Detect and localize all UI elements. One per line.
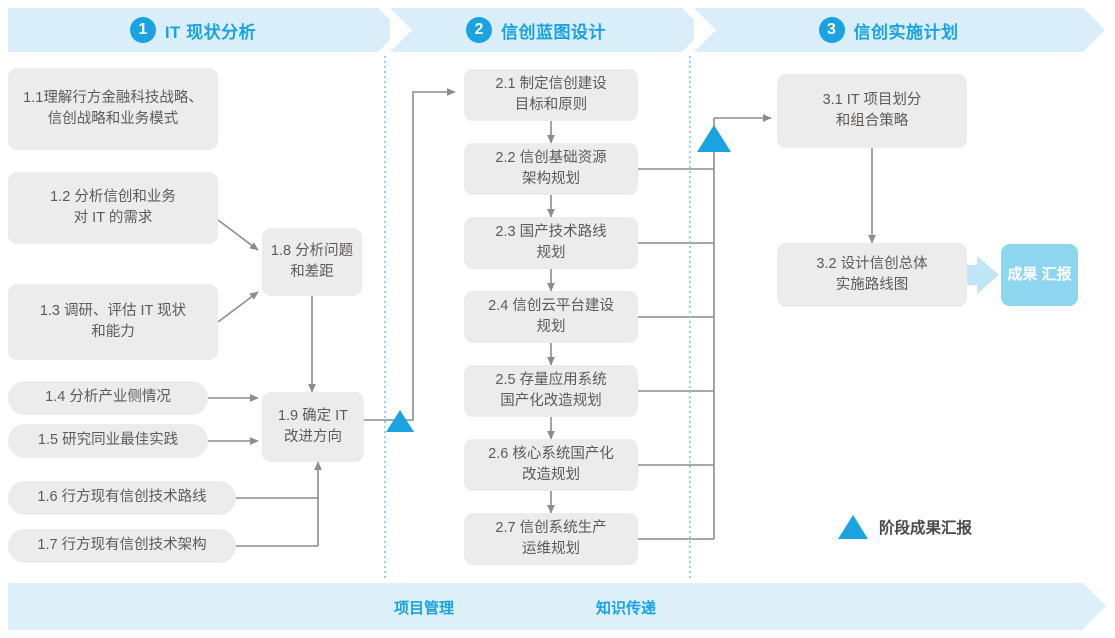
task-line: 1.4 分析产业侧情况 <box>45 389 171 406</box>
task-box-2-7[interactable]: 2.7 信创系统生产 运维规划 <box>464 513 638 565</box>
task-line: 2.5 存量应用系统 <box>495 371 607 388</box>
task-box-1-6[interactable]: 1.6 行方现有信创技术路线 <box>8 481 236 515</box>
task-line: 国产化改造规划 <box>500 393 602 409</box>
task-box-2-1[interactable]: 2.1 制定信创建设 目标和原则 <box>464 69 638 121</box>
task-line: 规划 <box>536 245 566 261</box>
task-line: 1.2 分析信创和业务 <box>50 188 176 205</box>
phase-title-1: IT 现状分析 <box>164 22 257 42</box>
phase-header-1[interactable]: 1 IT 现状分析 <box>8 8 400 52</box>
task-box-2-3[interactable]: 2.3 国产技术路线 规划 <box>464 217 638 269</box>
task-box-1-4[interactable]: 1.4 分析产业侧情况 <box>8 381 208 415</box>
task-line: 1.6 行方现有信创技术路线 <box>37 489 207 506</box>
task-box-1-9[interactable]: 1.9 确定 IT 改进方向 <box>262 392 364 462</box>
task-line: 2.6 核心系统国产化 <box>488 445 614 462</box>
task-box-2-4[interactable]: 2.4 信创云平台建设 规划 <box>464 291 638 343</box>
footer-band: 项目管理 知识传递 <box>8 583 1106 630</box>
task-line: 3.2 设计信创总体 <box>816 255 928 272</box>
task-line: 和差距 <box>290 264 334 280</box>
task-line: 1.3 调研、评估 IT 现状 <box>39 302 187 319</box>
task-line: 改造规划 <box>522 467 580 483</box>
result-line: 成果 <box>1007 265 1038 283</box>
task-box-1-5[interactable]: 1.5 研究同业最佳实践 <box>8 424 208 458</box>
task-box-1-8[interactable]: 1.8 分析问题 和差距 <box>262 228 362 296</box>
task-line: 和组合策略 <box>835 113 909 129</box>
task-box-2-5[interactable]: 2.5 存量应用系统 国产化改造规划 <box>464 365 638 417</box>
task-line: 实施路线图 <box>835 277 909 293</box>
task-line: 2.7 信创系统生产 <box>495 519 607 536</box>
result-line: 汇报 <box>1041 265 1072 283</box>
task-line: 信创战略和业务模式 <box>47 111 179 127</box>
task-line: 1.5 研究同业最佳实践 <box>37 432 179 449</box>
task-box-3-1[interactable]: 3.1 IT 项目划分 和组合策略 <box>777 74 967 148</box>
task-line: 1.1理解行方金融科技战略、 <box>23 89 203 106</box>
phase-header-2[interactable]: 2 信创蓝图设计 <box>390 8 704 52</box>
task-line: 3.1 IT 项目划分 <box>822 91 922 108</box>
result-report-box[interactable]: 成果 汇报 <box>1001 244 1078 306</box>
milestone-triangle-icon-phase2 <box>697 125 731 152</box>
task-line: 1.9 确定 IT <box>277 407 349 424</box>
task-box-2-2[interactable]: 2.2 信创基础资源 架构规划 <box>464 143 638 195</box>
task-line: 目标和原则 <box>514 97 588 113</box>
legend: 阶段成果汇报 <box>838 515 972 539</box>
task-line: 和能力 <box>91 324 135 340</box>
phase-title-3: 信创实施计划 <box>853 22 959 42</box>
task-box-3-2[interactable]: 3.2 设计信创总体 实施路线图 <box>777 243 967 307</box>
task-line: 2.3 国产技术路线 <box>495 223 607 240</box>
task-line: 1.7 行方现有信创技术架构 <box>37 537 207 554</box>
task-box-1-2[interactable]: 1.2 分析信创和业务 对 IT 的需求 <box>8 172 218 244</box>
task-box-1-3[interactable]: 1.3 调研、评估 IT 现状 和能力 <box>8 284 218 360</box>
footer-label-project-management: 项目管理 <box>394 600 455 617</box>
phase-header-3[interactable]: 3 信创实施计划 <box>694 8 1105 52</box>
task-line: 2.2 信创基础资源 <box>495 149 607 166</box>
phase-number-3: 3 <box>818 17 845 43</box>
task-line: 架构规划 <box>522 171 580 187</box>
triangle-up-icon <box>838 515 868 539</box>
footer-label-knowledge-transfer: 知识传递 <box>596 600 657 617</box>
phase-number-2: 2 <box>466 17 492 43</box>
task-line: 对 IT 的需求 <box>73 210 153 226</box>
task-line: 规划 <box>536 319 566 335</box>
task-box-1-7[interactable]: 1.7 行方现有信创技术架构 <box>8 529 236 563</box>
task-line: 1.8 分析问题 <box>270 242 354 259</box>
task-line: 2.1 制定信创建设 <box>495 75 607 92</box>
phase-title-2: 信创蓝图设计 <box>501 22 606 42</box>
phase-number-1: 1 <box>129 17 156 43</box>
task-box-2-6[interactable]: 2.6 核心系统国产化 改造规划 <box>464 439 638 491</box>
legend-label: 阶段成果汇报 <box>879 520 973 537</box>
task-line: 2.4 信创云平台建设 <box>488 297 614 314</box>
task-line: 运维规划 <box>522 541 580 557</box>
milestone-triangle-icon-phase1 <box>386 410 414 432</box>
task-box-1-1[interactable]: 1.1理解行方金融科技战略、 信创战略和业务模式 <box>8 68 218 150</box>
task-line: 改进方向 <box>283 429 342 445</box>
